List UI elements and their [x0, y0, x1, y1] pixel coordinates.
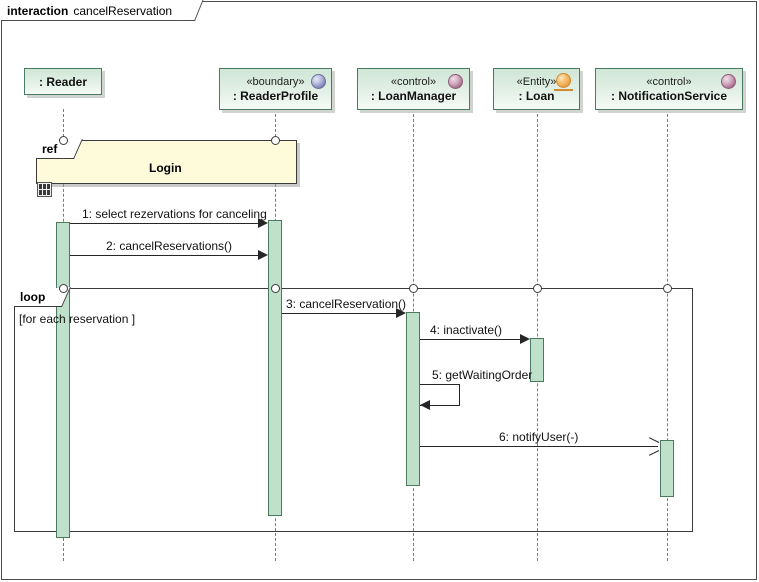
ref-gate-readerprofile: [271, 136, 280, 145]
frame-diagram-name: cancelReservation: [73, 3, 173, 18]
activation-notification[interactable]: [660, 440, 674, 497]
fragment-loop[interactable]: [14, 288, 693, 532]
lifeline-name-loanmanager: : LoanManager: [370, 88, 457, 103]
interaction-frame-tab: interaction cancelReservation: [1, 0, 204, 21]
message-label-1: 1: select rezervations for canceling: [82, 207, 267, 221]
loop-gate-loan: [533, 284, 542, 293]
lifeline-stereotype-readerprofile: «boundary»: [246, 75, 305, 88]
glyph-cell: [47, 190, 50, 195]
lifeline-name-reader: : Reader: [38, 74, 88, 89]
lifeline-line-loan: [537, 114, 538, 561]
activation-readerprofile[interactable]: [268, 220, 282, 516]
lifeline-head-notification[interactable]: «control» : NotificationService: [595, 68, 743, 110]
fragment-loop-guard: [for each reservation ]: [19, 312, 136, 326]
lifeline-stereotype-loanmanager: «control»: [390, 75, 437, 88]
lifeline-stereotype-notification: «control»: [646, 75, 692, 88]
loop-gate-loanmanager: [409, 284, 418, 293]
glyph-cell: [39, 190, 42, 195]
fragment-ref-login[interactable]: [36, 140, 297, 184]
glyph-cell: [39, 184, 42, 189]
message-line-4[interactable]: [420, 339, 528, 340]
lifeline-head-readerprofile[interactable]: «boundary» : ReaderProfile: [219, 68, 332, 110]
lifeline-name-notification: : NotificationService: [610, 88, 728, 103]
message-arrowhead-4: [520, 334, 530, 344]
interaction-use-glyph-icon[interactable]: [37, 182, 52, 197]
activation-reader[interactable]: [56, 222, 70, 538]
message-self-bracket-5[interactable]: [420, 384, 460, 406]
message-line-2[interactable]: [70, 255, 266, 256]
lifeline-head-reader[interactable]: : Reader: [24, 68, 102, 95]
glyph-cell: [47, 184, 50, 189]
message-label-6: 6: notifyUser(-): [499, 430, 579, 444]
message-label-4: 4: inactivate(): [430, 323, 503, 337]
glyph-cell: [43, 190, 46, 195]
ref-gate-reader: [59, 136, 68, 145]
fragment-ref-operator: ref: [42, 142, 58, 156]
loop-gate-reader: [59, 284, 68, 293]
lifeline-stereotype-loan: «Entity»: [516, 75, 557, 88]
message-arrowhead-3: [396, 308, 406, 318]
activation-loan[interactable]: [530, 338, 544, 382]
fragment-loop-operator-label: loop: [14, 287, 72, 307]
control-sphere-icon-loanmanager: [448, 74, 463, 89]
glyph-cell: [43, 184, 46, 189]
entity-base-line: [554, 89, 573, 91]
activation-loanmanager[interactable]: [406, 312, 420, 486]
message-arrowhead-6: [648, 441, 658, 451]
frame-kind-keyword: interaction: [7, 3, 69, 18]
fragment-loop-operator: loop: [20, 290, 46, 304]
message-line-3[interactable]: [282, 313, 404, 314]
lifeline-name-readerprofile: : ReaderProfile: [232, 88, 319, 103]
message-label-5: 5: getWaitingOrder: [432, 368, 533, 382]
lifeline-head-loanmanager[interactable]: «control» : LoanManager: [357, 68, 470, 110]
entity-sphere-icon: [556, 73, 571, 88]
message-line-6[interactable]: [420, 446, 658, 447]
message-line-1[interactable]: [70, 223, 266, 224]
message-arrowhead-2: [258, 250, 268, 260]
lifeline-name-loan: : Loan: [518, 88, 555, 103]
fragment-ref-operator-label: ref: [36, 139, 84, 159]
loop-gate-notification: [663, 284, 672, 293]
lifeline-line-notification: [667, 114, 668, 561]
fragment-ref-body-text: Login: [149, 161, 182, 175]
control-sphere-icon-notification: [721, 74, 736, 89]
message-label-2: 2: cancelReservations(): [106, 239, 233, 253]
message-arrowhead-1: [258, 218, 268, 228]
loop-gate-readerprofile: [271, 284, 280, 293]
boundary-sphere-icon: [311, 74, 326, 89]
message-label-3: 3: cancelReservation(): [286, 297, 407, 311]
message-arrowhead-5: [420, 400, 430, 410]
